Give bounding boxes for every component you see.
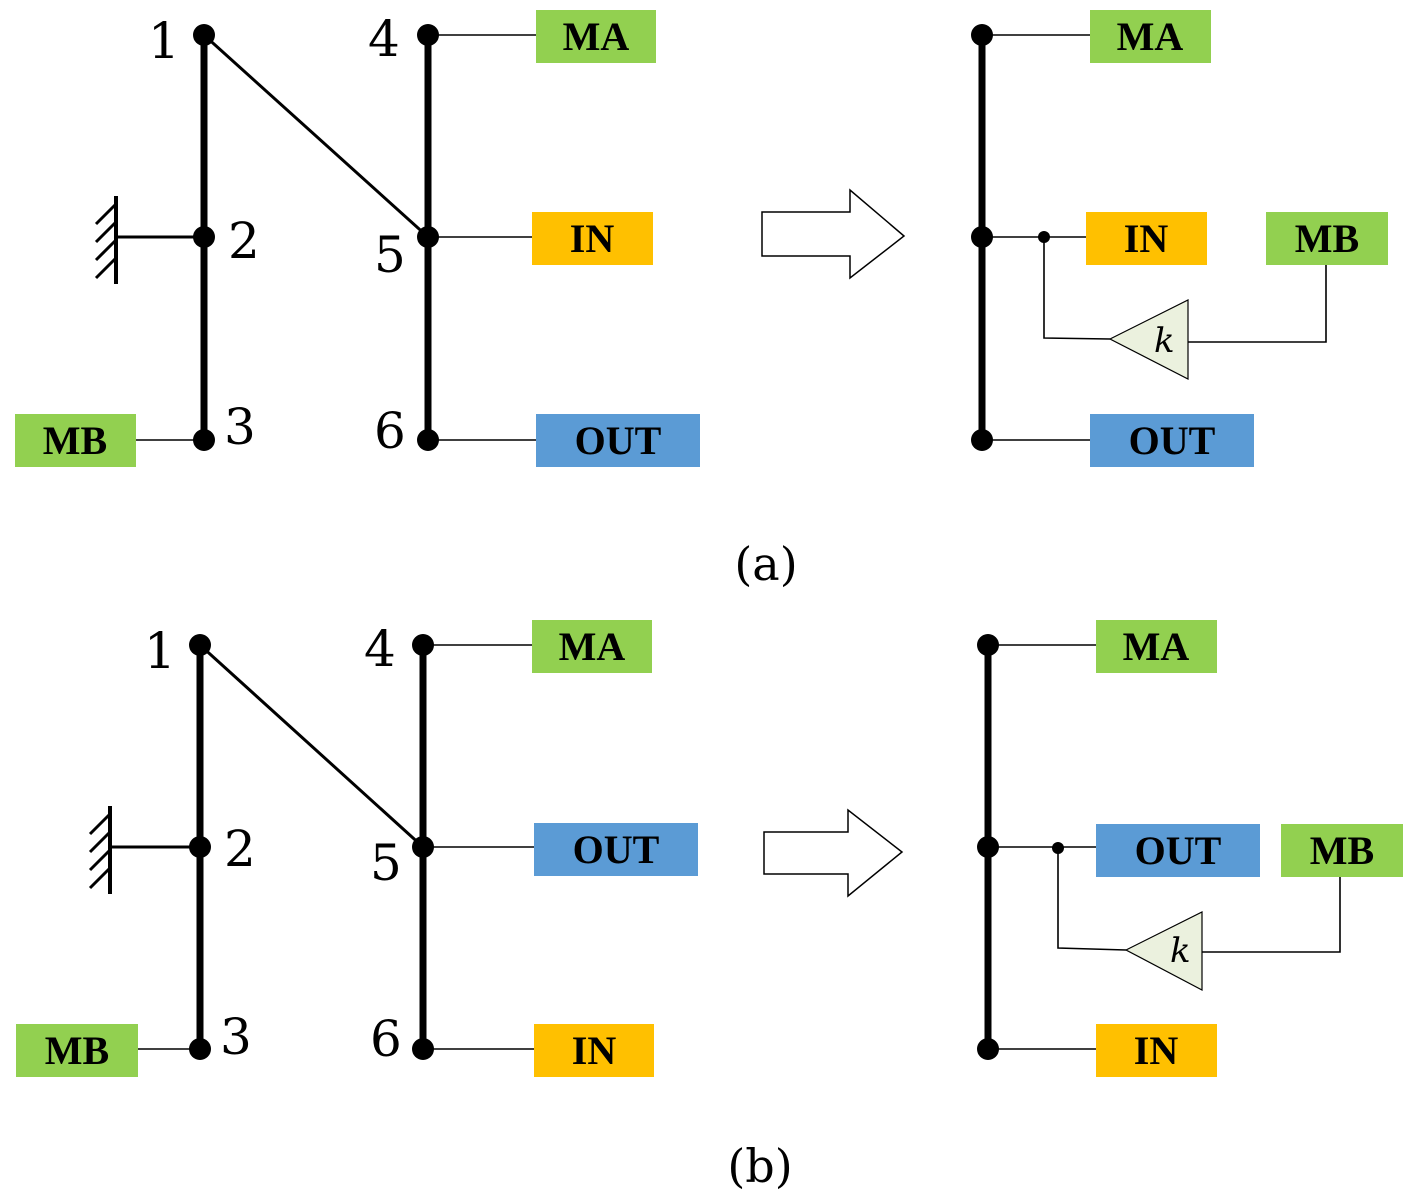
feedback-wire-b [1057,848,1127,951]
transform-arrow-a [761,188,906,280]
out-label-b: OUT [573,827,660,872]
eq-ma-label-a: MA [1117,14,1184,59]
ma-label-b: MA [559,624,626,669]
feedback-wire-a [1043,237,1111,340]
node-2-a [193,226,215,248]
node-label-1-b: 1 [144,622,176,680]
node-6-a [417,429,439,451]
node-6-b [412,1038,434,1060]
node-label-1-a: 1 [148,12,180,70]
node-label-3-a: 3 [224,398,256,456]
eq-ma-label-b: MA [1123,624,1190,669]
eq-mb-label-b: MB [1310,828,1374,873]
eq-node-top-a [971,24,993,46]
node-label-6-b: 6 [370,1010,402,1068]
mb-wire-a [1188,265,1327,343]
in-block-b: IN [534,1024,654,1077]
eq-node-mid-b [977,836,999,858]
eq-node-bot-b [977,1038,999,1060]
eq-out-block-a: OUT [1090,414,1254,467]
panel-b: 1 2 3 4 5 6 MA OUT IN MB [16,620,1403,1193]
mb-label-a: MB [43,418,107,463]
ma-block-a: MA [536,10,656,63]
out-label-a: OUT [575,418,662,463]
eq-in-block-a: IN [1086,212,1207,265]
node-4-a [417,24,439,46]
eq-in-block-b: IN [1096,1024,1217,1077]
mb-block-a: MB [15,414,136,467]
eq-out-block-b: OUT [1096,824,1260,877]
node-label-2-b: 2 [224,820,256,878]
eq-ma-block-a: MA [1090,10,1211,63]
eq-mb-block-b: MB [1281,824,1403,877]
eq-node-mid-a [971,226,993,248]
mb-label-b: MB [45,1028,109,1073]
eq-node-top-b [977,634,999,656]
ma-block-b: MA [532,620,652,673]
node-label-3-b: 3 [220,1008,252,1066]
gain-label-a: k [1154,321,1175,361]
ma-label-a: MA [563,14,630,59]
link-1-5-b [198,643,425,849]
eq-ma-block-b: MA [1096,620,1217,673]
mb-block-b: MB [16,1024,138,1077]
in-label-a: IN [570,216,615,261]
gain-block-a: k [1108,299,1189,380]
out-block-a: OUT [536,414,700,467]
eq-out-label-b: OUT [1135,828,1222,873]
node-label-4-a: 4 [368,10,400,68]
node-label-6-a: 6 [374,402,406,460]
node-5-a [417,226,439,248]
caption-a: (a) [734,537,797,591]
gain-label-b: k [1170,931,1191,971]
panel-a: 1 2 3 4 5 6 MA IN OUT MB [15,10,1388,591]
transform-arrow-b [763,808,904,898]
node-3-b [189,1038,211,1060]
out-block-b: OUT [534,823,698,876]
node-3-a [193,429,215,451]
node-label-5-b: 5 [370,834,402,892]
node-1-a [193,24,215,46]
eq-in-label-a: IN [1124,216,1169,261]
ground-symbol-a [94,196,204,284]
ground-symbol-b [88,806,200,894]
eq-mb-block-a: MB [1266,212,1388,265]
link-1-5-a [202,33,430,239]
node-2-b [189,836,211,858]
eq-out-label-a: OUT [1129,418,1216,463]
mb-wire-b [1202,876,1341,953]
gain-block-b: k [1124,911,1203,991]
node-label-4-b: 4 [364,620,396,678]
node-1-b [189,634,211,656]
node-label-5-a: 5 [374,226,406,284]
caption-b: (b) [727,1139,792,1193]
eq-mb-label-a: MB [1295,216,1359,261]
node-5-b [412,836,434,858]
in-label-b: IN [572,1028,617,1073]
node-label-2-a: 2 [228,212,260,270]
eq-in-label-b: IN [1134,1028,1179,1073]
eq-node-bot-a [971,429,993,451]
node-4-b [412,634,434,656]
in-block-a: IN [532,212,653,265]
